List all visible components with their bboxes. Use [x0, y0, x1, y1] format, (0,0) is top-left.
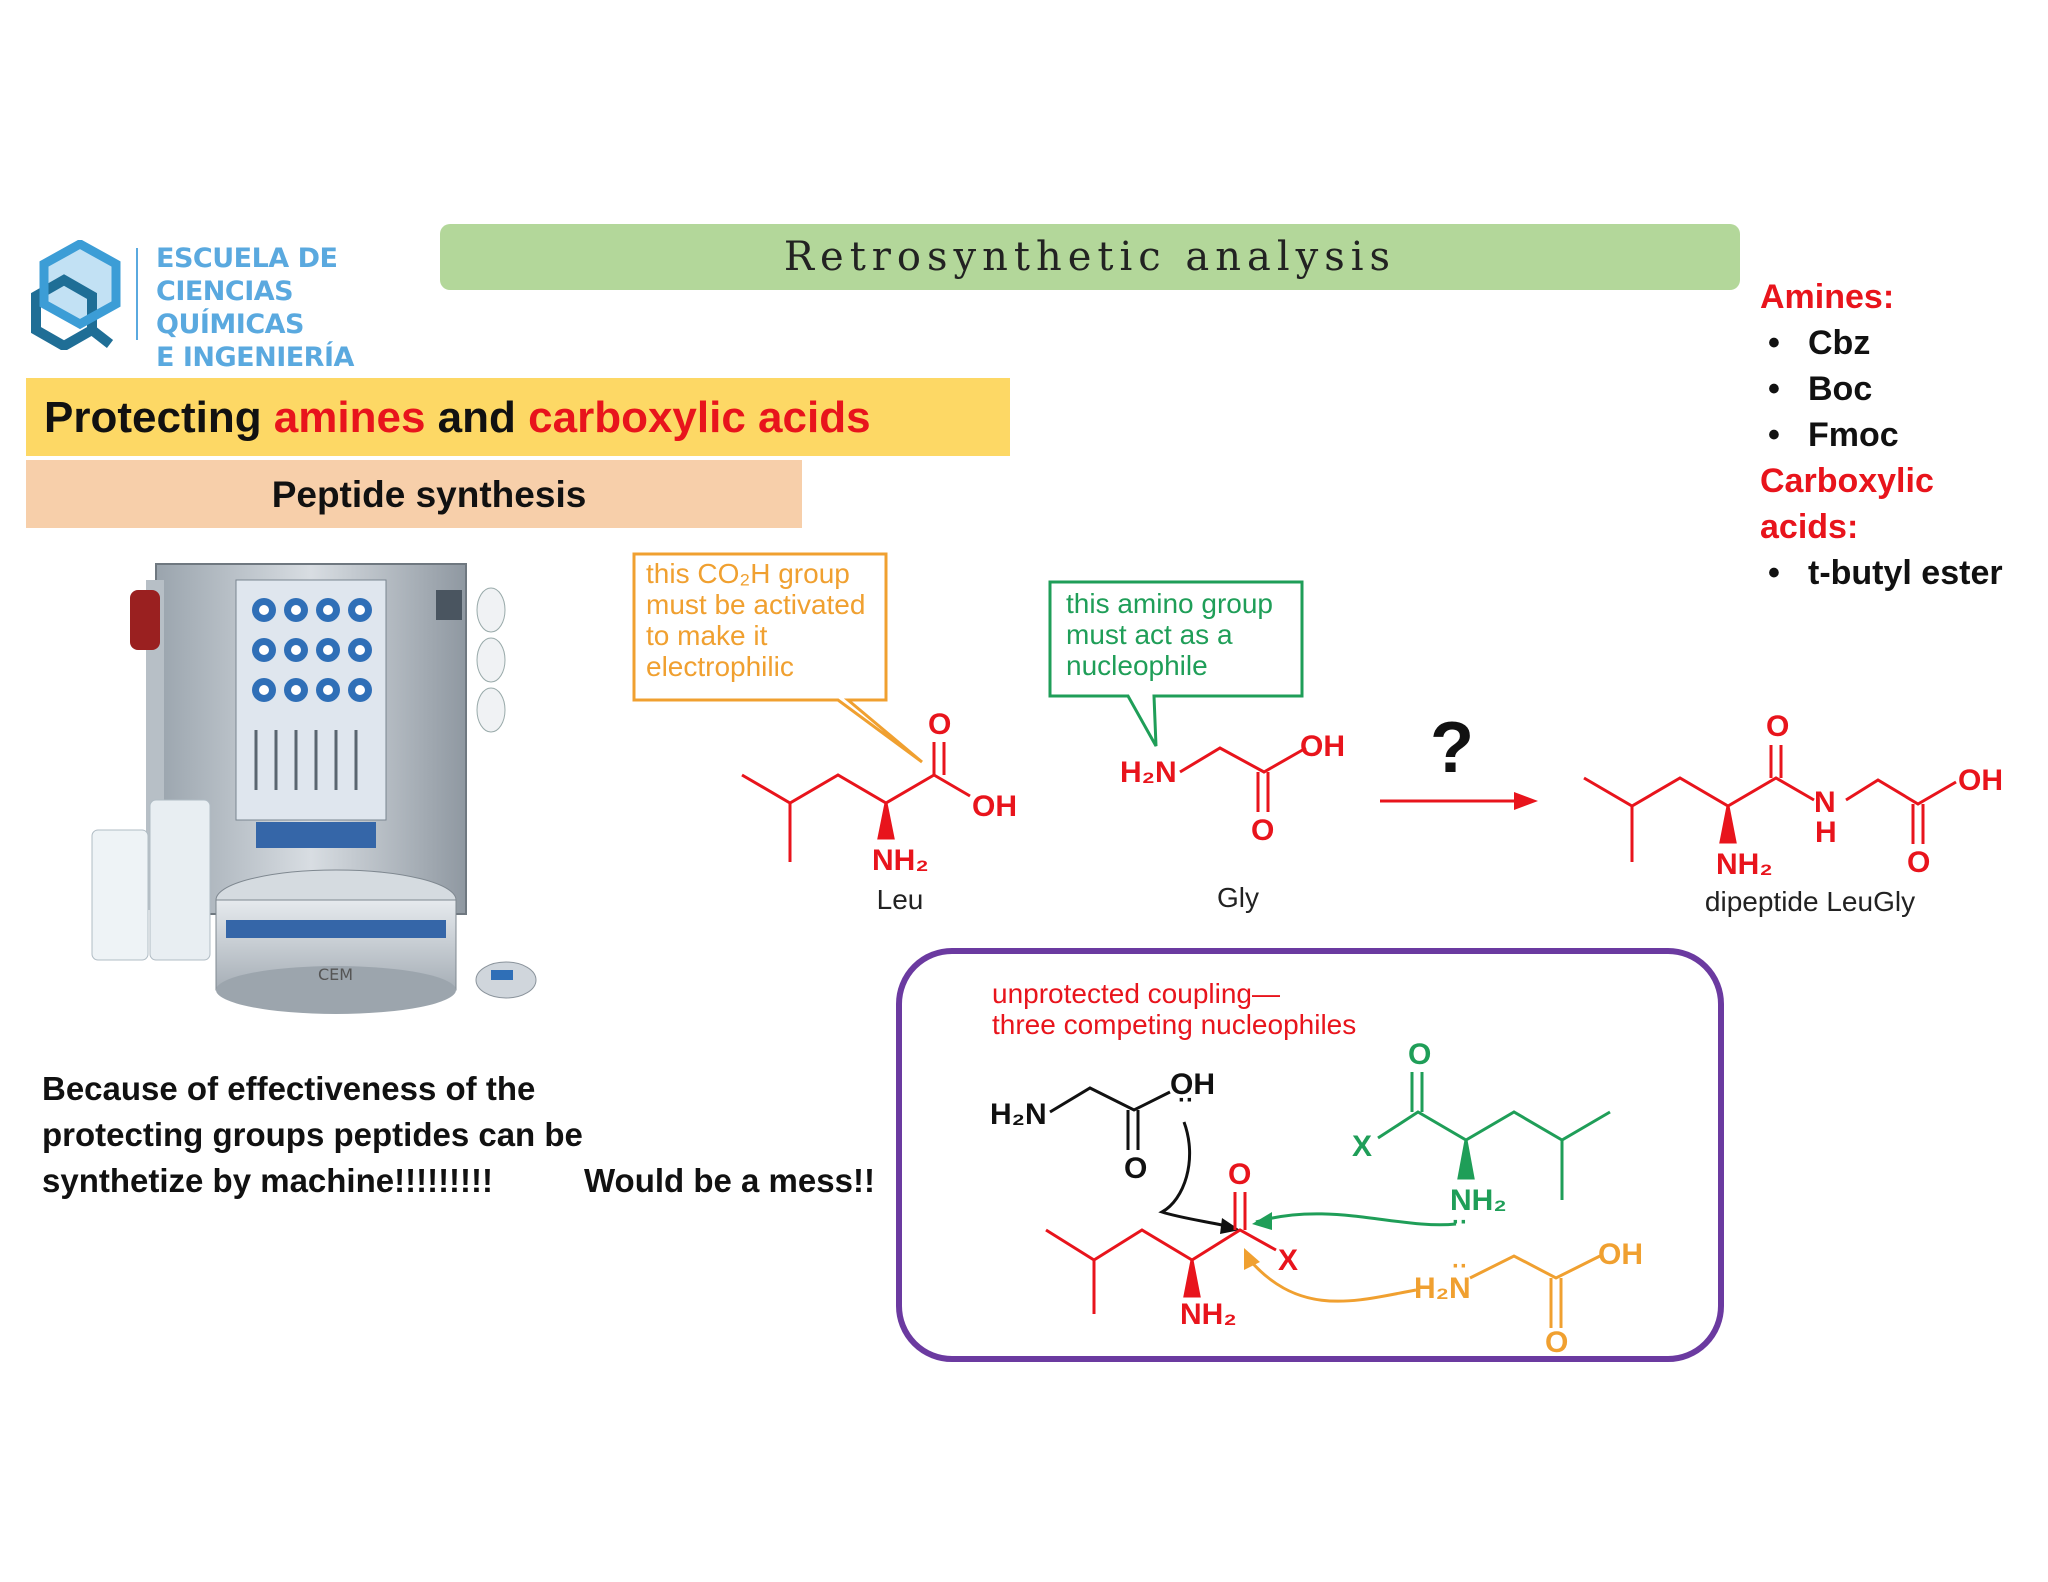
list-item: t-butyl ester: [1760, 550, 2040, 596]
svg-text:O: O: [1124, 1152, 1147, 1185]
page-title: Protecting amines and carboxylic acids: [26, 378, 1010, 456]
leu-o: O: [928, 708, 951, 741]
svg-text:OH: OH: [1170, 1068, 1215, 1101]
dipeptide-label: dipeptide LeuGly: [1704, 886, 1916, 917]
svg-text:OH: OH: [1598, 1238, 1643, 1271]
svg-text:··: ··: [1452, 1209, 1468, 1236]
page-subtitle: Peptide synthesis: [26, 460, 802, 528]
amines-heading: Amines:: [1760, 278, 1895, 316]
school-logo: ESCUELA DE CIENCIAS QUÍMICAS E INGENIERÍ…: [30, 240, 400, 373]
dipeptide-n: N: [1814, 786, 1836, 819]
svg-text:NH₂: NH₂: [1180, 1298, 1237, 1331]
svg-text:X: X: [1352, 1130, 1372, 1163]
gly-o: O: [1251, 814, 1274, 847]
leucine-structure: [741, 742, 971, 862]
nucleophile-callout: [1048, 580, 1304, 747]
svg-text:··: ··: [1178, 1087, 1194, 1114]
mess-caption: Would be a mess!!: [584, 1162, 875, 1199]
svg-text:O: O: [1545, 1326, 1568, 1359]
hexagon-logo-icon: [31, 240, 121, 350]
nucleophile-callout-text: this amino group must act as a nucleophi…: [1066, 588, 1274, 681]
list-item: Cbz: [1760, 320, 2040, 366]
svg-text:CEM: CEM: [318, 965, 353, 984]
dipeptide-o2: O: [1907, 846, 1930, 879]
question-mark: ?: [1430, 708, 1474, 788]
svg-text:X: X: [1278, 1244, 1298, 1277]
gly-label: Gly: [1217, 882, 1259, 913]
dipeptide-o: O: [1766, 710, 1789, 743]
gly-oh: OH: [1300, 730, 1345, 763]
gly-h2n: H₂N: [1120, 756, 1177, 789]
machine-caption: Because of effectiveness of the protecti…: [42, 1070, 583, 1199]
leu-label: Leu: [876, 884, 924, 915]
glycine-structure: [1179, 746, 1307, 812]
svg-text:NH₂: NH₂: [1450, 1184, 1507, 1217]
svg-text:O: O: [1228, 1158, 1251, 1191]
dipeptide-nh2: NH₂: [1716, 848, 1773, 881]
svg-text:··: ··: [1452, 1253, 1468, 1280]
peptide-synthesizer-image: CEM: [91, 563, 537, 1014]
leu-nh2: NH₂: [872, 844, 929, 877]
dipeptide-oh: OH: [1958, 764, 2003, 797]
list-item: Fmoc: [1760, 412, 2040, 458]
electrophile-callout-text: this CO₂H group must be activated to mak…: [646, 558, 866, 682]
dipeptide-structure: [1583, 745, 1957, 862]
svg-text:O: O: [1408, 1038, 1431, 1071]
unprotected-coupling-box: [896, 948, 1724, 1362]
svg-text:H₂N: H₂N: [990, 1098, 1047, 1131]
protecting-groups-list: Amines: Cbz Boc Fmoc Carboxylic acids: t…: [1760, 274, 2040, 596]
logo-divider: [136, 248, 138, 340]
dipeptide-h: H: [1815, 816, 1837, 849]
banner-title: Retrosynthetic analysis: [783, 234, 1397, 280]
section-banner: Retrosynthetic analysis: [440, 224, 1740, 290]
list-item: Boc: [1760, 366, 2040, 412]
box-caption: unprotected coupling— three competing nu…: [992, 978, 1357, 1040]
leu-oh: OH: [972, 790, 1017, 823]
acids-heading: Carboxylic acids:: [1760, 462, 1934, 546]
electrophile-callout: [632, 552, 923, 764]
logo-text: ESCUELA DE CIENCIAS QUÍMICAS E INGENIERÍ…: [156, 243, 354, 373]
svg-text:H₂N: H₂N: [1414, 1272, 1471, 1305]
